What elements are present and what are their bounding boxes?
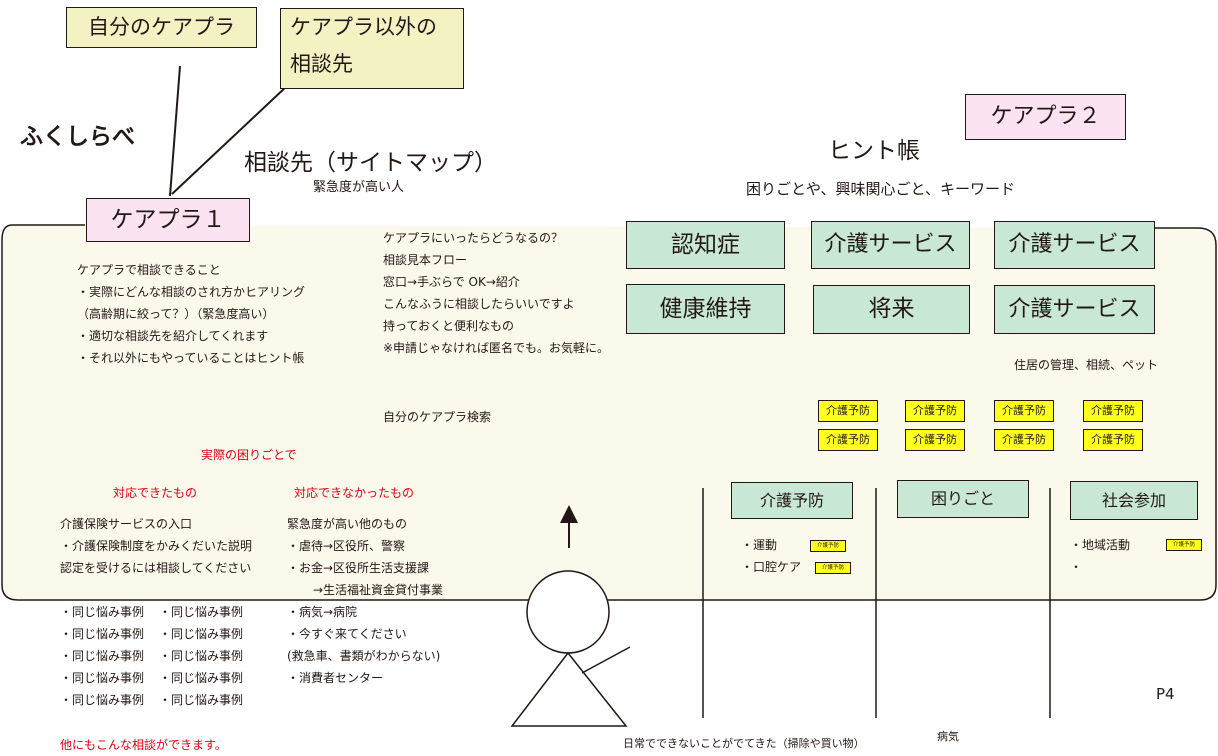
careplan1-box[interactable]: ケアプラ１: [86, 198, 250, 242]
item-oral-care[interactable]: ・口腔ケア: [741, 560, 802, 574]
flow-line5: 持っておくと便利なもの: [383, 319, 515, 333]
hint-title: ヒント帳: [828, 138, 920, 164]
up-arrow-head: [560, 505, 578, 523]
category-social-participation[interactable]: 社会参加: [1070, 481, 1198, 520]
item-bullet-empty: ・: [1070, 560, 1083, 574]
keyword-care-service-1[interactable]: 介護サービス: [811, 221, 970, 269]
other-consult-line2: 相談先: [290, 52, 353, 76]
case-link[interactable]: ・同じ悩み事例: [159, 693, 244, 707]
small-tag-care-prevention[interactable]: 介護予防: [1166, 539, 1202, 551]
careplan-info-line2: （高齢期に絞って？）（緊急度高い）: [77, 307, 275, 321]
careplan2-box[interactable]: ケアプラ２: [965, 94, 1126, 140]
tag-care-prevention[interactable]: 介護予防: [994, 400, 1054, 422]
sitemap-subtitle: 緊急度が高い人: [313, 180, 405, 195]
handled-title: 対応できたもの: [113, 486, 198, 500]
case-link[interactable]: ・同じ悩み事例: [60, 627, 145, 641]
connector-own-careplan: [169, 65, 181, 197]
unhandled-line2: ・虐待→区役所、警察: [287, 539, 406, 553]
keyword-dementia[interactable]: 認知症: [626, 221, 785, 269]
connector-other-consult: [171, 85, 288, 195]
handled-line1: 介護保険サービスの入口: [60, 517, 193, 531]
careplan-info-line3: ・適切な相談先を紹介してくれます: [77, 329, 269, 343]
keyword-care-service-3[interactable]: 介護サービス: [994, 285, 1155, 334]
flow-line4: こんなふうに相談したらいいですよ: [383, 297, 575, 311]
flow-line3: 窓口→手ぶらで OK→紹介: [383, 275, 520, 289]
category-troubles[interactable]: 困りごと: [897, 480, 1029, 518]
careplan-search-link[interactable]: 自分のケアプラ検索: [383, 410, 492, 424]
case-link[interactable]: ・同じ悩み事例: [60, 605, 145, 619]
tag-care-prevention[interactable]: 介護予防: [818, 400, 878, 422]
troubles-heading: 実際の困りごとで: [201, 448, 297, 462]
handled-line2: ・介護保険制度をかみくだいた説明: [60, 539, 253, 553]
keyword-health[interactable]: 健康維持: [626, 284, 785, 334]
unhandled-line5: ・病気→病院: [287, 605, 358, 619]
keyword-future[interactable]: 将来: [813, 285, 970, 334]
flow-line1: ケアプラにいったらどうなるの？: [383, 231, 564, 245]
figure-arm: [581, 646, 631, 674]
handled-line3: 認定を受けるには相談してください: [60, 561, 252, 575]
unhandled-line8: ・消費者センター: [287, 671, 384, 685]
small-tag-care-prevention[interactable]: 介護予防: [810, 540, 846, 552]
case-link[interactable]: ・同じ悩み事例: [159, 671, 244, 685]
figure-head: [526, 570, 610, 654]
small-tag-care-prevention[interactable]: 介護予防: [815, 562, 851, 574]
other-consult-box[interactable]: ケアプラ以外の 相談先: [280, 8, 464, 89]
case-link[interactable]: ・同じ悩み事例: [159, 649, 244, 663]
unhandled-line4: →生活福祉資金貸付事業: [313, 583, 444, 597]
unhandled-line6: ・今すぐ来てください: [287, 627, 407, 641]
careplan-info-line1: ・実際にどんな相談のされ方かヒアリング: [77, 285, 306, 299]
tag-care-prevention[interactable]: 介護予防: [1083, 429, 1143, 451]
item-exercise[interactable]: ・運動: [741, 538, 778, 552]
other-consult-line1: ケアプラ以外の: [290, 15, 437, 39]
unhandled-line7: (救急車、書類がわからない): [287, 649, 441, 663]
brand-logo: ふくしらべ: [20, 124, 135, 150]
careplan-info-line4: ・それ以外にもやっていることはヒント帳: [77, 351, 305, 365]
sitemap-title: 相談先（サイトマップ）: [244, 150, 497, 176]
flow-line6: ※申請じゃなければ匿名でも。お気軽に。: [383, 341, 610, 355]
tag-care-prevention[interactable]: 介護予防: [905, 429, 965, 451]
unhandled-line3: ・お金→区役所生活支援課: [287, 561, 430, 575]
hint-subtitle: 困りごとや、興味関心ごと、キーワード: [746, 180, 1015, 198]
category-care-prevention[interactable]: 介護予防: [731, 482, 853, 519]
tag-care-prevention[interactable]: 介護予防: [818, 429, 878, 451]
careplan-info-title: ケアプラで相談できること: [77, 263, 221, 277]
own-careplan-box[interactable]: 自分のケアプラ: [66, 7, 257, 48]
keyword-care-service-2[interactable]: 介護サービス: [994, 221, 1155, 269]
tag-care-prevention[interactable]: 介護予防: [905, 400, 965, 422]
unhandled-line1: 緊急度が高い他のもの: [287, 517, 408, 531]
tag-care-prevention[interactable]: 介護予防: [1083, 400, 1143, 422]
page-number: P4: [1156, 685, 1175, 703]
flow-line2[interactable]: 相談見本フロー: [383, 253, 468, 267]
case-link[interactable]: ・同じ悩み事例: [159, 605, 244, 619]
item-community-activity[interactable]: ・地域活動: [1070, 538, 1131, 552]
housing-keywords: 住居の管理、相続、ペット: [1014, 358, 1159, 372]
daily-life-note: 日常でできないことがでてきた（掃除や買い物）: [623, 737, 865, 750]
more-consultations-note: 他にもこんな相談ができます。: [60, 738, 227, 752]
case-link[interactable]: ・同じ悩み事例: [60, 671, 145, 685]
figure-body: [510, 651, 628, 727]
case-link[interactable]: ・同じ悩み事例: [60, 693, 145, 707]
illness-note: 病気: [937, 730, 959, 743]
tag-care-prevention[interactable]: 介護予防: [994, 429, 1054, 451]
case-link[interactable]: ・同じ悩み事例: [60, 649, 145, 663]
case-link[interactable]: ・同じ悩み事例: [159, 627, 244, 641]
unhandled-title: 対応できなかったもの: [294, 486, 415, 500]
